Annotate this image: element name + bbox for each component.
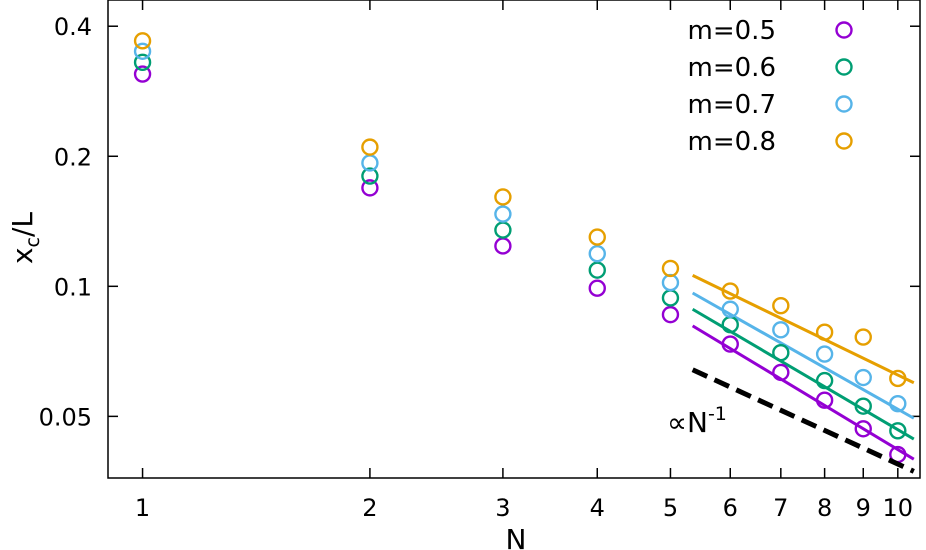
data-point	[361, 167, 379, 185]
data-point	[772, 321, 790, 339]
data-point	[588, 279, 606, 297]
data-point	[361, 138, 379, 156]
legend-marker	[835, 95, 853, 113]
reference-line	[691, 367, 915, 474]
data-point	[661, 305, 680, 324]
data-point	[854, 420, 872, 438]
y-axis-title-main: x	[6, 247, 39, 264]
fit-line	[691, 274, 915, 385]
x-tick-label: 9	[856, 494, 871, 522]
data-point	[588, 261, 606, 279]
y-tick-label: 0.2	[54, 143, 92, 171]
data-point	[772, 296, 790, 315]
data-point	[494, 205, 512, 223]
reference-label-exponent: -1	[708, 403, 727, 425]
data-point	[494, 188, 512, 206]
data-point	[721, 282, 739, 300]
data-point	[889, 369, 907, 388]
x-tick-label: 8	[817, 494, 832, 522]
data-point	[889, 394, 907, 413]
data-point	[494, 221, 512, 239]
data-points	[133, 32, 907, 464]
data-point	[815, 323, 834, 341]
x-tick-label: 1	[135, 494, 150, 522]
fit-line	[691, 324, 915, 461]
data-point	[815, 391, 834, 409]
reference-label: ∝N-1	[667, 403, 727, 439]
data-point	[854, 328, 872, 346]
fit-line	[691, 307, 915, 441]
legend-marker	[835, 58, 853, 76]
data-point	[133, 32, 152, 50]
data-point	[772, 344, 790, 362]
legend-marker	[835, 132, 853, 150]
data-point	[133, 42, 152, 60]
data-point	[133, 53, 152, 72]
data-point	[661, 259, 680, 278]
x-tick-label: 6	[723, 494, 738, 522]
reference-line-group: ∝N-1	[667, 367, 915, 474]
data-point	[361, 179, 379, 197]
data-point	[661, 289, 680, 307]
data-point	[815, 345, 834, 363]
data-point	[889, 422, 907, 440]
plot-frame	[107, 0, 921, 479]
y-tick-label: 0.4	[54, 13, 92, 41]
x-tick-label: 7	[773, 494, 788, 522]
x-tick-label: 10	[883, 494, 914, 522]
x-tick-label: 2	[362, 494, 377, 522]
data-point	[721, 335, 739, 353]
data-point	[588, 244, 606, 263]
legend-label: m=0.8	[688, 127, 776, 157]
y-axis-title-tail: /L	[6, 212, 39, 237]
x-axis-title: N	[506, 523, 527, 550]
data-point	[133, 65, 152, 83]
fit-line	[691, 291, 915, 420]
y-axis-title: xc/L	[6, 212, 44, 264]
data-point	[494, 237, 512, 255]
y-tick-label: 0.1	[54, 273, 92, 301]
y-ticks: 0.05 0.1 0.2 0.4	[39, 13, 920, 431]
x-tick-label: 4	[590, 494, 605, 522]
data-point	[772, 363, 790, 382]
legend-marker	[835, 21, 853, 39]
legend-label: m=0.7	[688, 90, 776, 120]
y-axis-title-subscript: c	[22, 237, 44, 247]
legend-label: m=0.5	[688, 16, 776, 46]
data-point	[661, 273, 680, 292]
reference-label-main: ∝N	[667, 406, 708, 439]
x-tick-label: 3	[495, 494, 510, 522]
data-point	[721, 300, 739, 318]
legend-label: m=0.6	[688, 53, 776, 83]
data-point	[854, 368, 872, 387]
legend: m=0.5 m=0.6 m=0.7 m=0.8	[688, 16, 853, 157]
y-tick-label: 0.05	[39, 403, 92, 431]
data-point	[815, 371, 834, 390]
fit-lines	[691, 274, 915, 461]
x-tick-label: 5	[663, 494, 678, 522]
data-point	[588, 228, 606, 246]
data-point	[854, 397, 872, 415]
